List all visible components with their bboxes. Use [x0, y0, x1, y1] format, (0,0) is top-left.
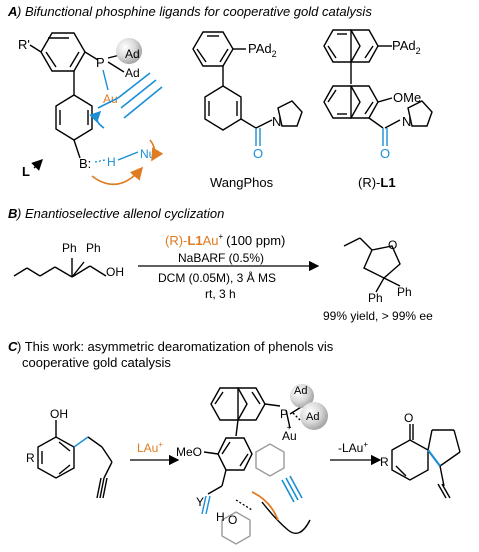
l1-o: O [380, 146, 390, 161]
substrate-oh: OH [106, 265, 124, 279]
intermediate-meo: MeO [176, 445, 202, 459]
wangphos-label: WangPhos [210, 175, 274, 190]
section-a-title: ) Bifunctional phosphine ligands for coo… [15, 4, 372, 19]
section-b-letter: B [8, 206, 17, 221]
l-arrow-label: L [22, 164, 30, 179]
product-o: O [388, 238, 397, 252]
wangphos-n: N [272, 114, 281, 129]
gray-aryl-ring [255, 443, 285, 477]
l1-n: N [402, 114, 411, 129]
section-a-header: A ) Bifunctional phosphine ligands for c… [7, 4, 372, 19]
section-c-header: C ) This work: asymmetric dearomatizatio… [8, 339, 334, 370]
l1-pad2: PAd2 [392, 38, 421, 56]
conditions-label: rt, 3 h [205, 287, 236, 301]
gray-phenol-ring [221, 511, 251, 545]
catalyst-label: (R)-L1Au+(100 ppm) [165, 232, 285, 248]
gold-intermediate [201, 387, 307, 515]
phosphorus-label: P [96, 55, 105, 70]
spiro-product [391, 424, 461, 499]
section-a-letter: A [7, 4, 17, 19]
ad-label-1: Ad [125, 47, 140, 61]
section-c-title-1: ) This work: asymmetric dearomatization … [17, 339, 334, 354]
intermediate-ad-1: Ad [294, 385, 307, 397]
product-o-c: O [404, 411, 413, 425]
phenol-substrate [37, 420, 113, 499]
wangphos-structure [192, 31, 303, 146]
intermediate-o: O [228, 513, 237, 527]
section-b-title: ) Enantioselective allenol cyclization [15, 206, 224, 221]
r-prime-label: R' [18, 37, 30, 52]
allenol-substrate [13, 258, 107, 278]
intermediate-y: Y [196, 495, 204, 509]
section-b-header: B ) Enantioselective allenol cyclization [8, 206, 224, 221]
arrow1-label: LAu+ [137, 440, 163, 455]
product-r-c: R [380, 455, 389, 469]
nu-attack-arrow [149, 139, 164, 162]
section-c-letter: C [8, 339, 18, 354]
ligand-l1-structure [323, 29, 433, 146]
cooperative-arrow [91, 166, 144, 186]
aryl-ring-middle [55, 94, 93, 141]
phenol-oh: OH [50, 407, 68, 421]
boron-label: B: [79, 156, 91, 171]
l1-label: (R)-L1 [358, 175, 396, 190]
wangphos-o: O [253, 146, 263, 161]
solvent-label: DCM (0.05M), 3 Å MS [158, 270, 276, 285]
intermediate-au: Au+ [282, 423, 297, 443]
substrate-ph-1: Ph [62, 241, 77, 255]
additive-label: NaBARF (0.5%) [178, 251, 264, 265]
arrow2-label: -LAu+ [338, 440, 368, 455]
intermediate-h: H [216, 510, 225, 524]
thf-product [343, 237, 401, 293]
wangphos-pad2: PAd2 [248, 41, 277, 59]
result-label: 99% yield, > 99% ee [323, 309, 433, 323]
hydrogen-label: H [107, 155, 116, 169]
intermediate-p: P [280, 407, 288, 421]
ad-sphere-c1 [290, 384, 314, 408]
section-c-title-2: cooperative gold catalysis [22, 355, 171, 370]
intermediate-alkyne [281, 475, 303, 503]
ad-sphere-c2 [300, 402, 328, 430]
alkyne-substrate [89, 72, 163, 129]
ad-sphere-a [116, 38, 142, 64]
intermediate-ad-2: Ad [306, 411, 319, 423]
product-ph-2: Ph [397, 285, 412, 299]
gold-label: Au [103, 92, 118, 106]
ad-label-2: Ad [125, 66, 140, 80]
orange-bond-arrow [251, 491, 279, 521]
phenol-r: R [26, 451, 35, 465]
substrate-ph-2: Ph [86, 241, 101, 255]
product-ph-1: Ph [368, 291, 383, 305]
l1-ome: OMe [393, 90, 421, 105]
